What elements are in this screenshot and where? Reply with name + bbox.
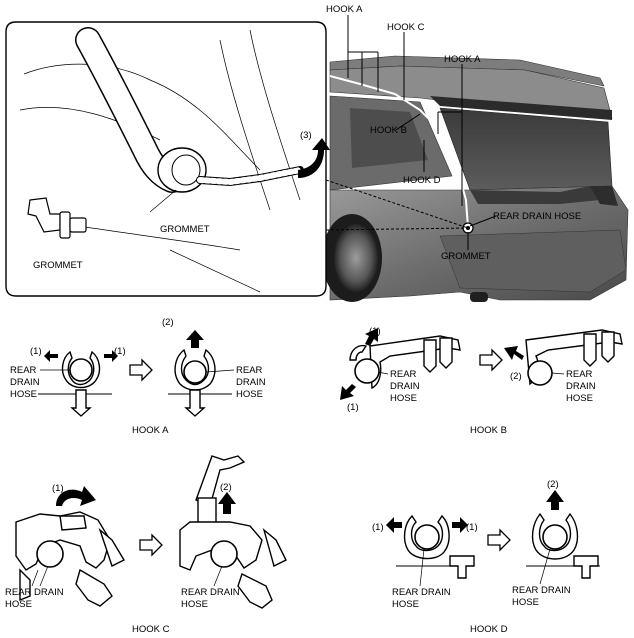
hook-a-figure: [38, 330, 232, 417]
hook-b-clip-before: [340, 328, 461, 400]
hook-b2-hose-line1: REAR: [566, 369, 593, 380]
callout-hook-a-top: HOOK A: [326, 4, 363, 15]
hook-c-step1: (1): [52, 483, 64, 494]
hook-c-clip-after: [179, 455, 287, 609]
vehicle-illustration: [322, 55, 629, 302]
hook-d2-hose-line1: REAR DRAIN: [512, 585, 571, 596]
inset-panel: [5, 21, 469, 297]
hook-b-caption: HOOK B: [470, 425, 507, 436]
hook-c-hose-line2: HOSE: [5, 599, 32, 610]
hook-d-hose-line2: HOSE: [392, 599, 419, 610]
callout-hook-d: HOOK D: [403, 175, 441, 186]
hook-d-clip-after: [526, 490, 600, 579]
callout-hook-b: HOOK B: [370, 125, 407, 136]
callout-grommet-inset: GROMMET: [160, 224, 210, 235]
callout-rear-drain-hose: REAR DRAIN HOSE: [493, 211, 581, 222]
hook-b-clip-after: [504, 329, 623, 386]
hook-a-step1-right: (1): [114, 346, 126, 357]
hook-c-step2: (2): [220, 482, 232, 493]
step-3-label: (3): [300, 130, 312, 141]
hook-c2-hose-line1: REAR DRAIN: [181, 587, 240, 598]
hook-a-hose-line1: REAR: [10, 365, 37, 376]
callout-grommet-part: GROMMET: [33, 260, 83, 271]
hook-a-step2: (2): [162, 317, 174, 328]
hook-a-clip-after: [168, 330, 232, 417]
hook-d-hose-line1: REAR DRAIN: [392, 587, 451, 598]
hook-c2-hose-line2: HOSE: [181, 599, 208, 610]
hook-a-caption: HOOK A: [132, 425, 169, 436]
callout-leaders: [347, 15, 497, 250]
hook-c-figure: [15, 455, 287, 609]
hook-c-clip-before: [15, 486, 125, 607]
grommet-part-illustration: [27, 197, 87, 239]
hook-d-figure: [386, 490, 600, 579]
hook-d-step2: (2): [547, 479, 559, 490]
hook-d-clip-before: [386, 514, 475, 579]
hook-b-hose-line1: REAR: [390, 369, 417, 380]
hook-b-figure: [340, 328, 623, 400]
hook-a2-hose-line3: HOSE: [236, 389, 263, 400]
hook-a2-hose-line2: DRAIN: [236, 377, 266, 388]
callout-hook-c: HOOK C: [387, 22, 425, 33]
hook-b2-hose-line2: DRAIN: [566, 381, 596, 392]
hook-b-step1-top: (1): [369, 326, 381, 337]
callout-hook-a-right: HOOK A: [444, 54, 481, 65]
hook-a-hose-line2: DRAIN: [10, 377, 40, 388]
hook-c-caption: HOOK C: [132, 624, 170, 635]
hook-d-caption: HOOK D: [470, 624, 508, 635]
hook-a-step1-left: (1): [30, 346, 42, 357]
callout-grommet-car: GROMMET: [441, 251, 491, 262]
hook-a-hose-line3: HOSE: [10, 389, 37, 400]
hook-b-hose-line2: DRAIN: [390, 381, 420, 392]
hook-d2-hose-line2: HOSE: [512, 597, 539, 608]
labels: HOOK A HOOK C HOOK A HOOK B HOOK D REAR …: [5, 4, 596, 635]
hook-b-step1-bottom: (1): [347, 402, 359, 413]
hook-d-step1-right: (1): [466, 522, 478, 533]
hook-b-step2: (2): [510, 371, 522, 382]
hook-a2-hose-line1: REAR: [236, 365, 263, 376]
hook-b2-hose-line3: HOSE: [566, 393, 593, 404]
hook-c-hose-line1: REAR DRAIN: [5, 587, 64, 598]
hook-a-clip-before: [38, 350, 118, 417]
hook-d-step1-left: (1): [372, 522, 384, 533]
hook-b-hose-line3: HOSE: [390, 393, 417, 404]
